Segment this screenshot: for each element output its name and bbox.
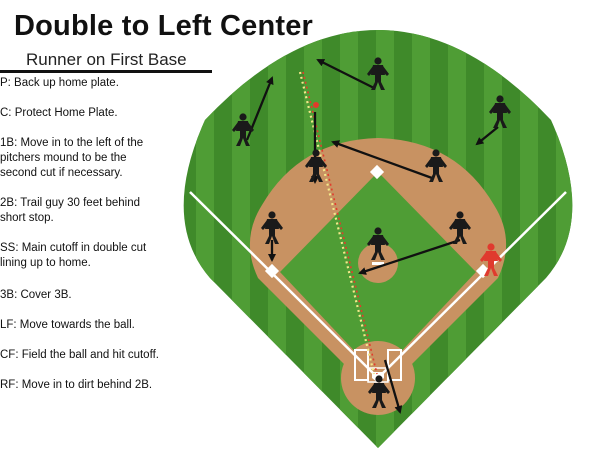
second-base (369, 164, 385, 180)
third-base-foul-line (189, 191, 379, 379)
note-center-field: CF: Field the ball and hit cutoff. (0, 349, 159, 361)
note-catcher: C: Protect Home Plate. (0, 107, 118, 119)
batters-box-left (354, 349, 369, 381)
relay-throw-line (298, 71, 376, 375)
catcher-arrow (383, 359, 403, 414)
rf-arrow (475, 126, 499, 146)
1b-arrow (358, 238, 461, 275)
note-left-field: LF: Move towards the ball. (0, 319, 135, 331)
title-underline (0, 70, 212, 73)
note-pitcher: P: Back up home plate. (0, 77, 119, 89)
note-shortstop: SS: Main cutoff in double cut lining up … (0, 242, 147, 269)
cf-arrow (316, 58, 375, 90)
diagram-title: Double to Left Center (14, 10, 314, 42)
note-second-base: 2B: Trail guy 30 feet behind short stop. (0, 197, 141, 224)
note-first-base: 1B: Move in to the left of the pitchers … (0, 137, 144, 179)
ball-icon (313, 102, 319, 108)
first-base-foul-line (377, 191, 567, 379)
third-base (264, 263, 280, 279)
pitchers-rubber (372, 262, 384, 265)
2b-arrow (331, 140, 433, 180)
note-right-field: RF: Move in to dirt behind 2B. (0, 379, 153, 391)
diagram-subtitle: Runner on First Base (26, 50, 187, 69)
note-third-base: 3B: Cover 3B. (0, 289, 72, 301)
batters-box-right (387, 349, 402, 381)
